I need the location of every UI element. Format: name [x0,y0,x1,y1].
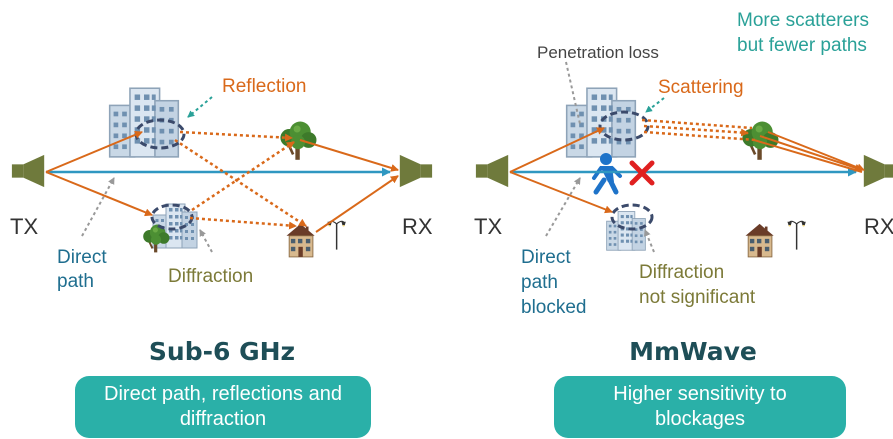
left-summary-line2: diffraction [179,408,267,430]
scattered-path-line [643,130,757,142]
diffraction-pointer [644,229,655,253]
street-lamp-icon [326,220,347,251]
diffraction-pointer [199,229,213,253]
rx-label: RX [402,214,433,239]
right-summary-box: Higher sensitivity to blockages [554,376,846,438]
reflected-path-line [174,138,307,228]
incident-path-line [509,171,613,214]
direct-blocked-label-line2: path [521,272,558,293]
direct-path-pointer [81,177,115,237]
right-panel: More scatterers but fewer paths Penetrat… [474,10,893,366]
scattered-path-line [641,118,753,130]
incident-path-line [767,131,865,172]
diffraction-label-line1: Diffraction [639,262,724,283]
left-panel-title: Sub-6 GHz [149,337,295,366]
incident-path-line [509,127,605,173]
scattering-label: Scattering [658,77,744,98]
incident-path-line [759,135,863,172]
house-icon [745,223,775,258]
tx-antenna-icon [475,154,509,188]
direct-path-label-line1: Direct [57,247,107,268]
tx-label: TX [474,214,502,239]
tree-icon [280,121,317,160]
reflection-label: Reflection [222,76,307,97]
office-building-icon [565,87,637,158]
street-lamp-icon [786,220,807,251]
scattered-path-line [643,124,749,137]
more-scatterers-label-line2: but fewer paths [737,35,867,56]
penetration-loss-label: Penetration loss [537,43,659,62]
more-scatterers-label-line1: More scatterers [737,10,869,31]
right-summary-line2: blockages [654,408,746,430]
rx-antenna-icon [399,154,433,188]
reflected-path-line [179,130,293,142]
left-summary-line1: Direct path, reflections and [104,383,342,405]
right-panel-title: MmWave [629,337,757,366]
scattering-point-marker [598,110,650,142]
incident-path-line [315,175,399,233]
diffraction-label: Diffraction [168,266,253,287]
incident-path-line [45,131,143,173]
left-panel: Reflection TX RX Direct path Diffraction… [10,76,433,366]
reflected-path-line [189,216,297,230]
left-summary-box: Direct path, reflections and diffraction [75,376,371,438]
office-building-icon [108,87,180,158]
direct-blocked-label-line3: blocked [521,297,587,318]
diffraction-point-marker [610,203,654,231]
penetration-pointer [565,61,581,125]
incident-path-line [45,171,153,217]
direct-path-label-line2: path [57,271,94,292]
tx-antenna-icon [11,154,45,188]
direct-blocked-pointer [545,177,581,237]
reflected-path-line [191,140,295,212]
rx-antenna-icon [863,154,893,188]
house-icon [286,223,316,258]
reflection-pointer [187,96,213,118]
blocked-x-icon [629,160,655,186]
right-summary-line1: Higher sensitivity to [613,383,787,405]
diffraction-label-line2: not significant [639,287,756,308]
direct-blocked-label-line1: Direct [521,247,571,268]
tx-label: TX [10,214,38,239]
incident-path-line [299,139,399,172]
scattering-pointer [645,97,665,113]
rx-label: RX [864,214,893,239]
incident-path-line [753,139,863,173]
